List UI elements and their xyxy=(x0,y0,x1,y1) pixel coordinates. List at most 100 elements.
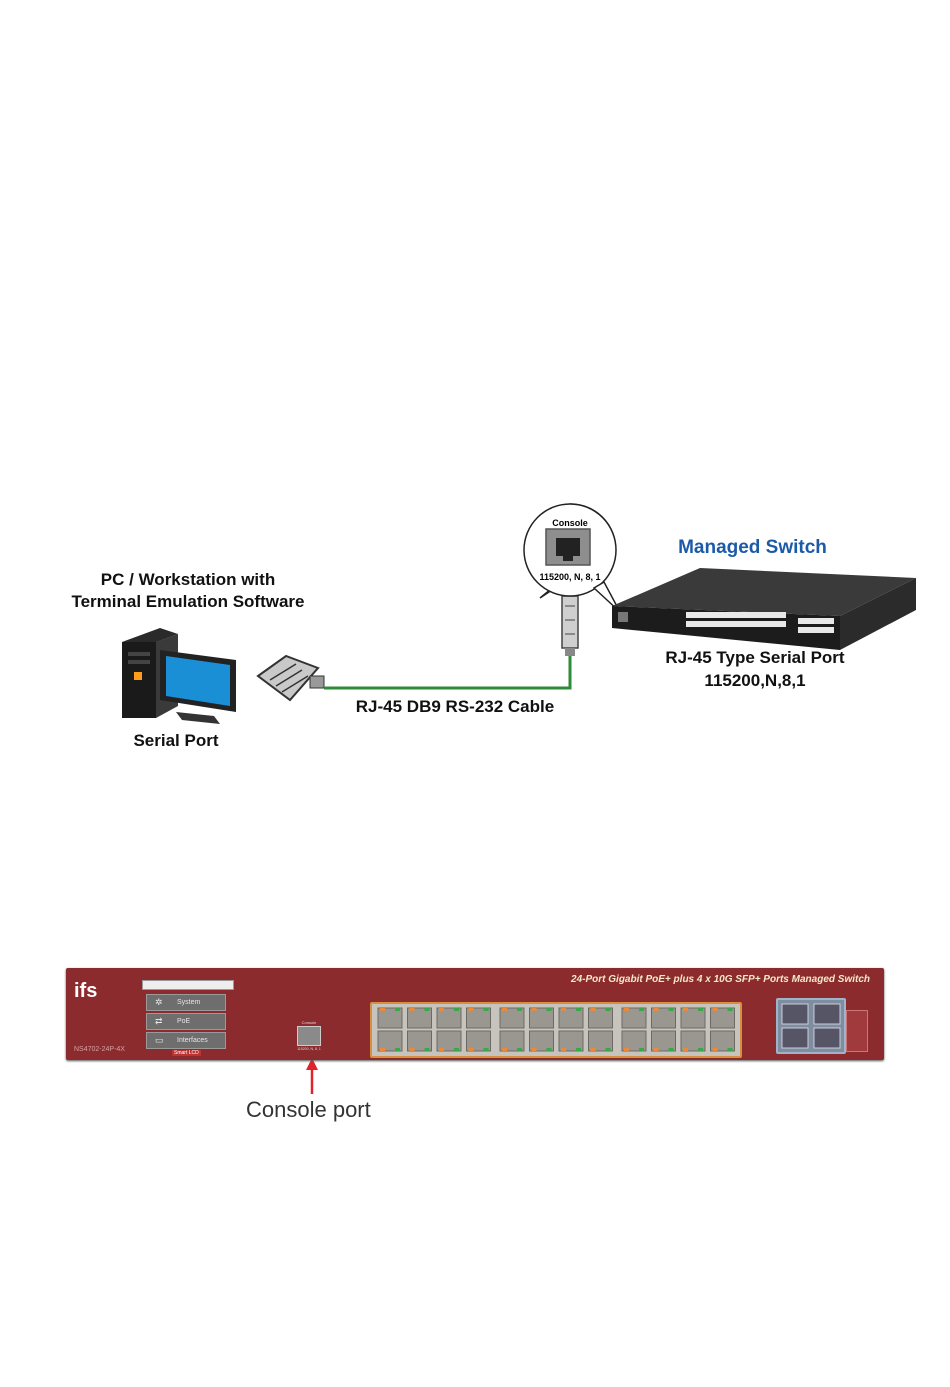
rj45-port xyxy=(680,1030,706,1052)
port-led xyxy=(668,1008,674,1011)
port-led xyxy=(590,1048,596,1051)
monitor-icon xyxy=(160,650,236,724)
menu-interfaces-label: Interfaces xyxy=(177,1037,208,1044)
console-port-arrow xyxy=(306,1058,318,1094)
rj45-plug-pc-icon xyxy=(256,654,325,702)
rj45-port xyxy=(651,1007,676,1029)
managed-switch-title: Managed Switch xyxy=(678,537,827,558)
port-led xyxy=(561,1048,566,1051)
console-bubble-title: Console xyxy=(552,518,588,528)
port-led xyxy=(624,1008,629,1011)
rj45-port xyxy=(499,1030,525,1052)
port-led xyxy=(454,1008,459,1011)
switch-port-label-line2: 115200,N,8,1 xyxy=(704,671,806,690)
port-led xyxy=(468,1008,474,1011)
monitor-small-icon: ▭ xyxy=(155,1035,164,1045)
console-jack-icon xyxy=(297,1026,321,1046)
rj45-port xyxy=(558,1030,584,1052)
port-led xyxy=(439,1048,444,1051)
rj45-port xyxy=(710,1007,735,1029)
port-led xyxy=(546,1048,552,1051)
port-led xyxy=(531,1048,537,1051)
port-led xyxy=(590,1008,596,1011)
port-led xyxy=(683,1048,688,1051)
lcd-select xyxy=(142,980,234,990)
port-led xyxy=(668,1048,674,1051)
rj45-port xyxy=(466,1030,491,1052)
front-console-caption: Console xyxy=(301,1020,317,1025)
rj45-port xyxy=(407,1007,432,1029)
port-led xyxy=(546,1008,552,1011)
port-led xyxy=(483,1048,489,1051)
port-led xyxy=(409,1008,415,1011)
port-led xyxy=(424,1048,430,1051)
front-console-setting: 115200, N, 8, 1 xyxy=(297,1047,321,1051)
panel-title: 24-Port Gigabit PoE+ plus 4 x 10G SFP+ P… xyxy=(571,974,870,985)
port-led xyxy=(727,1048,733,1051)
port-led xyxy=(439,1008,444,1011)
console-port-callout-label: Console port xyxy=(246,1097,371,1122)
serial-port-label: Serial Port xyxy=(133,731,219,750)
rj45-port xyxy=(710,1030,735,1052)
port-led xyxy=(483,1008,489,1011)
sfp-ports xyxy=(781,1003,841,1049)
switch-serial-port-label: RJ-45 Type Serial Port 115200,N,8,1 xyxy=(640,646,870,692)
switch-front-panel: 24-Port Gigabit PoE+ plus 4 x 10G SFP+ P… xyxy=(66,968,884,1060)
menu-system: ✲ System xyxy=(146,994,226,1011)
port-led xyxy=(639,1008,644,1011)
port-led xyxy=(698,1048,703,1051)
rj45-port xyxy=(499,1007,525,1029)
rj45-ports-block xyxy=(370,1002,742,1058)
port-led xyxy=(639,1048,644,1051)
ifs-logo: ifs xyxy=(74,980,98,1002)
port-led xyxy=(712,1048,718,1051)
port-led xyxy=(424,1008,430,1011)
console-bubble-setting: 115200, N, 8, 1 xyxy=(539,572,600,582)
port-led xyxy=(409,1048,415,1051)
rj45-port xyxy=(529,1030,554,1052)
menu-system-label: System xyxy=(177,999,201,1006)
rj45-port xyxy=(529,1007,554,1029)
port-led xyxy=(698,1008,703,1011)
port-led xyxy=(653,1008,659,1011)
switch-port-label-line1: RJ-45 Type Serial Port xyxy=(665,648,845,667)
rj45-port xyxy=(588,1030,613,1052)
console-callout xyxy=(523,503,621,613)
rj45-port xyxy=(621,1030,647,1052)
rj45-port xyxy=(377,1030,403,1052)
port-led xyxy=(576,1008,581,1011)
port-led xyxy=(712,1008,718,1011)
port-led xyxy=(576,1048,581,1051)
menu-poe-label: PoE xyxy=(177,1018,191,1025)
rj45-port xyxy=(621,1007,647,1029)
port-led xyxy=(468,1048,474,1051)
rj45-port xyxy=(466,1007,491,1029)
port-led xyxy=(502,1048,507,1051)
rj45-port xyxy=(680,1007,706,1029)
port-led xyxy=(727,1008,733,1011)
rj45-port xyxy=(436,1007,462,1029)
pc-label-line2: Terminal Emulation Software xyxy=(71,592,305,611)
sfp-ports-block xyxy=(776,998,846,1054)
port-led xyxy=(395,1008,400,1011)
pc-label-line1: PC / Workstation with xyxy=(100,570,276,589)
rj45-port xyxy=(377,1007,403,1029)
poe-icon: ⇄ xyxy=(155,1016,163,1026)
rj45-ports xyxy=(377,1007,735,1052)
port-led xyxy=(653,1048,659,1051)
rj45-port xyxy=(651,1030,676,1052)
status-leds xyxy=(846,1010,868,1052)
port-led xyxy=(380,1048,385,1051)
pc-workstation-label: PC / Workstation with Terminal Emulation… xyxy=(48,569,328,613)
port-led xyxy=(605,1008,611,1011)
front-console-port: Console 115200, N, 8, 1 xyxy=(295,1020,323,1051)
rj45-port xyxy=(407,1030,432,1052)
rj45-port xyxy=(558,1007,584,1029)
port-led xyxy=(517,1008,522,1011)
gear-icon: ✲ xyxy=(155,997,163,1007)
port-led xyxy=(380,1008,385,1011)
port-led xyxy=(683,1008,688,1011)
port-led xyxy=(605,1048,611,1051)
rj45-port xyxy=(588,1007,613,1029)
